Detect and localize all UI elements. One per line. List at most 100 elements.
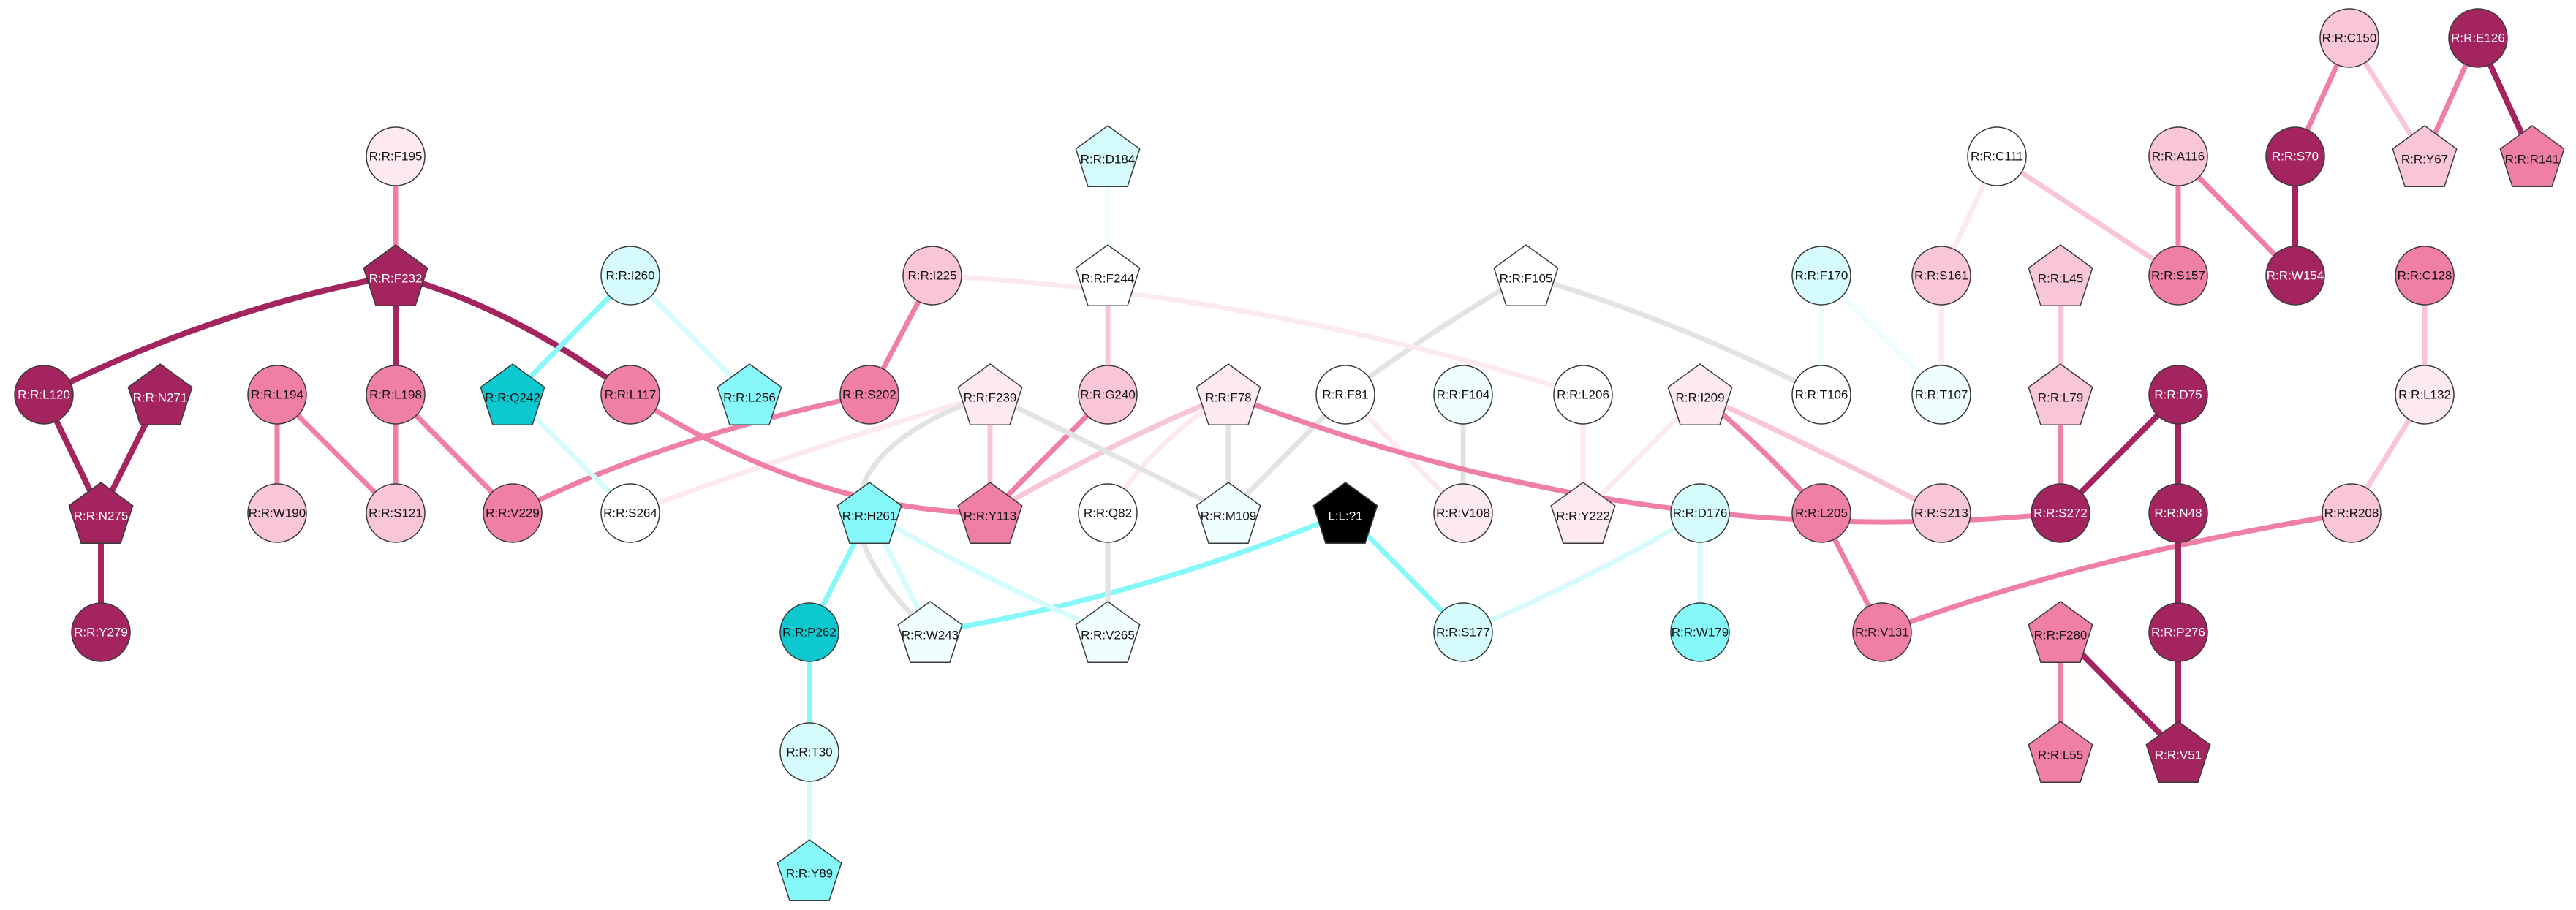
node-s121[interactable]: R:R:S121 [366,483,426,543]
node-f280[interactable]: R:R:F280 [2028,601,2093,663]
node-p262[interactable]: R:R:P262 [779,602,839,662]
node-label: R:R:T106 [1795,388,1848,402]
node-shape-i225 [902,246,962,306]
node-s177[interactable]: R:R:S177 [1433,602,1493,662]
edge-i225-l206 [929,273,1586,398]
node-shape-d184 [1075,125,1141,187]
node-label: R:R:S272 [2033,507,2088,520]
node-label: R:R:H261 [842,509,897,523]
node-d176[interactable]: R:R:D176 [1670,483,1730,543]
node-shape-y222 [1550,482,1616,544]
node-l[interactable]: L:L:?1 [1312,482,1378,544]
node-t30[interactable]: R:R:T30 [779,722,839,782]
node-w179[interactable]: R:R:W179 [1670,602,1730,662]
node-r141[interactable]: R:R:R141 [2499,125,2565,187]
node-l206[interactable]: R:R:L206 [1553,365,1613,425]
node-e126[interactable]: R:R:E126 [2448,8,2508,68]
node-s157[interactable]: R:R:S157 [2148,246,2208,306]
node-shape-l79 [2028,363,2093,425]
node-f195[interactable]: R:R:F195 [366,126,426,186]
node-label: R:R:A116 [2152,150,2205,164]
node-a116[interactable]: R:R:A116 [2148,126,2208,186]
node-l198[interactable]: R:R:L198 [366,365,426,425]
node-y222[interactable]: R:R:Y222 [1550,482,1616,544]
node-l117[interactable]: R:R:L117 [600,365,660,425]
node-s161[interactable]: R:R:S161 [1911,246,1971,306]
node-p276[interactable]: R:R:P276 [2148,602,2208,662]
node-f81[interactable]: R:R:F81 [1315,365,1375,425]
node-shape-r208 [2322,483,2382,543]
node-f105[interactable]: R:R:F105 [1493,244,1559,306]
node-c128[interactable]: R:R:C128 [2395,246,2455,306]
node-s264[interactable]: R:R:S264 [600,483,660,543]
node-s70[interactable]: R:R:S70 [2265,126,2325,186]
node-f170[interactable]: R:R:F170 [1791,246,1851,306]
node-y89[interactable]: R:R:Y89 [777,839,842,901]
node-label: R:R:S213 [1914,507,1968,520]
node-v229[interactable]: R:R:V229 [483,483,543,543]
node-v108[interactable]: R:R:V108 [1433,483,1493,543]
node-l120[interactable]: R:R:L120 [14,365,74,425]
node-s272[interactable]: R:R:S272 [2031,483,2090,543]
node-y279[interactable]: R:R:Y279 [71,602,131,662]
node-n271[interactable]: R:R:N271 [127,363,193,425]
node-shape-w179 [1670,602,1730,662]
node-h261[interactable]: R:R:H261 [836,482,902,544]
node-shape-l206 [1553,365,1613,425]
node-y113[interactable]: R:R:Y113 [957,482,1023,544]
node-shape-p262 [779,602,839,662]
edge-f105-t106 [1523,273,1824,398]
node-w243[interactable]: R:R:W243 [897,601,963,663]
node-q82[interactable]: R:R:Q82 [1078,483,1138,543]
node-c150[interactable]: R:R:C150 [2319,8,2379,68]
node-label: R:R:L120 [18,388,70,402]
node-shape-s157 [2148,246,2208,306]
node-f232[interactable]: R:R:F232 [363,244,428,306]
node-shape-v51 [2145,721,2211,783]
node-label: R:R:F81 [1322,388,1368,402]
node-c111[interactable]: R:R:C111 [1967,126,2027,186]
node-shape-c128 [2395,246,2455,306]
node-w190[interactable]: R:R:W190 [247,483,307,543]
node-l45[interactable]: R:R:L45 [2028,244,2093,306]
node-r208[interactable]: R:R:R208 [2322,483,2382,543]
edge-f78-y113 [987,392,1231,516]
node-w154[interactable]: R:R:W154 [2265,246,2325,306]
node-v51[interactable]: R:R:V51 [2145,721,2211,783]
node-y67[interactable]: R:R:Y67 [2392,125,2458,187]
node-t107[interactable]: R:R:T107 [1911,365,1971,425]
node-s213[interactable]: R:R:S213 [1911,483,1971,543]
node-shape-t30 [779,722,839,782]
node-n48[interactable]: R:R:N48 [2148,483,2208,543]
node-l55[interactable]: R:R:L55 [2028,721,2093,783]
node-i225[interactable]: R:R:I225 [902,246,962,306]
node-t106[interactable]: R:R:T106 [1791,365,1851,425]
node-shape-v229 [483,483,543,543]
node-d75[interactable]: R:R:D75 [2148,365,2208,425]
node-i260[interactable]: R:R:I260 [600,246,660,306]
node-q242[interactable]: R:R:Q242 [480,363,545,425]
node-shape-e126 [2448,8,2508,68]
node-v265[interactable]: R:R:V265 [1075,601,1141,663]
node-l194[interactable]: R:R:L194 [247,365,307,425]
node-l205[interactable]: R:R:L205 [1791,483,1851,543]
node-f239[interactable]: R:R:F239 [957,363,1023,425]
node-f104[interactable]: R:R:F104 [1433,365,1493,425]
edge-h261-v265 [866,510,1111,635]
node-l256[interactable]: R:R:L256 [717,363,782,425]
node-label: R:R:L198 [369,388,422,402]
node-d184[interactable]: R:R:D184 [1075,125,1141,187]
node-v131[interactable]: R:R:V131 [1852,602,1912,662]
node-l79[interactable]: R:R:L79 [2028,363,2093,425]
node-label: R:R:R141 [2505,153,2560,167]
node-label: R:R:V229 [486,507,540,520]
node-g240[interactable]: R:R:G240 [1078,365,1138,425]
node-f244[interactable]: R:R:F244 [1075,244,1141,306]
node-i209[interactable]: R:R:I209 [1667,363,1733,425]
node-m109[interactable]: R:R:M109 [1196,482,1261,544]
node-n275[interactable]: R:R:N275 [68,482,134,544]
node-l132[interactable]: R:R:L132 [2395,365,2455,425]
node-s202[interactable]: R:R:S202 [839,365,899,425]
node-f78[interactable]: R:R:F78 [1196,363,1261,425]
node-shape-y67 [2392,125,2458,187]
